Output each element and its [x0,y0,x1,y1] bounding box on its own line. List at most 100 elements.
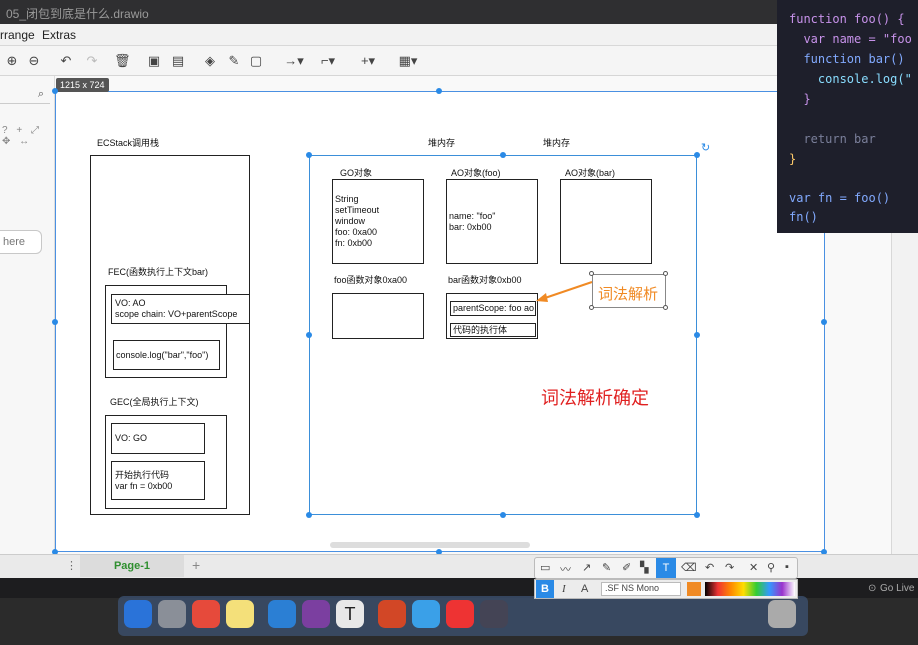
callout-handle[interactable] [589,305,594,310]
ao-foo-box[interactable]: name: "foo" bar: 0xb00 [446,179,538,264]
search-icon: ⌕ [37,88,44,100]
color-palette[interactable] [705,582,795,596]
screen-recorder-icon[interactable] [480,600,508,628]
music-icon[interactable] [446,600,474,628]
insert-icon[interactable]: +▾ [360,53,376,68]
heap-resize-handle[interactable] [694,512,700,518]
fec-vo-box[interactable]: VO: AO scope chain: VO+parentScope [111,294,250,324]
resize-handle[interactable] [436,88,442,94]
powerpoint-icon[interactable] [378,600,406,628]
to-front-icon[interactable]: ▣ [147,53,161,68]
bar-parent-scope-box[interactable]: parentScope: foo ao [450,301,536,316]
fec-code-box[interactable]: console.log("bar","foo") [113,340,220,370]
ao-bar-box[interactable] [560,179,652,264]
bold-button[interactable]: B [536,580,554,598]
trash-icon[interactable] [768,600,796,628]
fill-color-icon[interactable]: ◈ [205,53,215,68]
resize-handle[interactable] [52,88,58,94]
menu-arrange[interactable]: rrange [0,28,35,42]
zoom-out-icon[interactable]: ⊖ [28,53,40,68]
resize-handle[interactable] [52,319,58,325]
current-color-swatch[interactable] [687,582,701,596]
close-annot-icon[interactable]: ✕ [749,562,759,574]
heap-resize-handle[interactable] [306,512,312,518]
delete-icon[interactable]: 🗑 [114,53,131,68]
heap-resize-handle[interactable] [306,332,312,338]
mosaic-tool-icon[interactable]: ▚ [640,562,649,574]
heap-resize-handle[interactable] [500,512,506,518]
pencil-tool-icon[interactable]: ✎ [602,562,612,574]
pin-icon[interactable]: ⚲ [767,562,776,574]
connection-icon[interactable]: →▾ [284,53,304,68]
callout-arrow[interactable] [530,278,595,308]
zoom-in-icon[interactable]: ⊕ [6,53,18,68]
go-live-label[interactable]: Go Live [880,583,915,594]
font-size-icon[interactable]: A [581,583,589,595]
resize-handle[interactable] [52,549,58,555]
vscode-icon[interactable] [268,600,296,628]
arrow-tool-icon[interactable]: ↗ [582,562,592,574]
heap-label-2: 堆内存 [543,138,571,148]
eraser-tool-icon[interactable]: ⌫ [681,562,697,574]
add-page-button[interactable]: + [192,557,201,573]
horizontal-scrollbar[interactable] [330,542,530,548]
table-icon[interactable]: ▦▾ [398,53,418,68]
resize-handle[interactable] [821,319,827,325]
rectangle-tool-icon[interactable]: ▭ [540,562,551,574]
code-line: } [789,92,811,106]
text-tool-icon[interactable]: T [656,558,676,578]
onenote-icon[interactable] [302,600,330,628]
heap-resize-handle[interactable] [694,332,700,338]
waypoints-icon[interactable]: ⌐▾ [320,53,336,68]
tab-page-1[interactable]: Page-1 [80,555,184,577]
go-box[interactable]: String setTimeout window foo: 0xa00 fn: … [332,179,424,264]
save-icon[interactable]: ▪ [785,561,789,573]
resize-handle[interactable] [821,549,827,555]
annotation-toolbar: ▭ 〰 ↗ ✎ ✐ ▚ T ⌫ ↶ ↷ ✕ ⚲ ▪ [534,557,798,579]
code-line: function bar() [789,52,905,66]
app-icon[interactable] [412,600,440,628]
chrome-icon[interactable] [192,600,220,628]
bar-func-title: bar函数对象0xb00 [448,275,522,285]
finder-icon[interactable] [124,600,152,628]
line-color-icon[interactable]: ✎ [228,53,240,68]
italic-button[interactable]: I [562,583,566,595]
undo-annot-icon[interactable]: ↶ [705,562,715,574]
code-line: var name = "foo [789,32,912,46]
bar-body-box[interactable]: 代码的执行体 [450,323,536,337]
resize-handle[interactable] [436,549,442,555]
gec-code-text: 开始执行代码 var fn = 0xb00 [115,470,173,491]
code-line: return bar [789,132,876,146]
gec-title: GEC(全局执行上下文) [110,397,199,407]
menu-extras[interactable]: Extras [42,28,77,42]
format-panel[interactable] [891,233,918,554]
heap-resize-handle[interactable] [694,152,700,158]
pen-tool-icon[interactable]: 〰 [560,564,571,576]
redo-annot-icon[interactable]: ↷ [725,562,735,574]
foo-func-box[interactable] [332,293,424,339]
heap-resize-handle[interactable] [306,152,312,158]
gec-code-box[interactable]: 开始执行代码 var fn = 0xb00 [111,461,205,500]
lexical-callout-box[interactable] [592,274,666,308]
callout-handle[interactable] [663,305,668,310]
shape-search-input[interactable]: ⌕ [0,86,50,104]
sidebar-here-shape[interactable]: here [0,230,42,254]
pages-menu-icon[interactable]: ⋮ [66,560,77,572]
to-back-icon[interactable]: ▤ [171,53,185,68]
highlighter-tool-icon[interactable]: ✐ [622,562,632,574]
undo-icon[interactable]: ↶ [60,53,72,68]
typora-icon[interactable]: T [336,600,364,628]
sidebar-tools[interactable]: ? + ⤢ ✥ ↔ [2,125,42,147]
shadow-icon[interactable]: ▢ [249,53,263,68]
font-select[interactable]: .SF NS Mono [601,582,681,596]
broadcast-icon[interactable]: ⊙ [868,583,877,594]
gec-vo-box[interactable]: VO: GO [111,423,205,454]
launchpad-icon[interactable] [158,600,186,628]
rotate-icon[interactable]: ↻ [701,142,711,154]
callout-handle[interactable] [663,271,668,276]
callout-handle[interactable] [589,271,594,276]
notes-icon[interactable] [226,600,254,628]
heap-resize-handle[interactable] [500,152,506,158]
redo-icon[interactable]: ↷ [86,53,98,68]
code-overlay: function foo() { var name = "foo functio… [777,0,918,233]
